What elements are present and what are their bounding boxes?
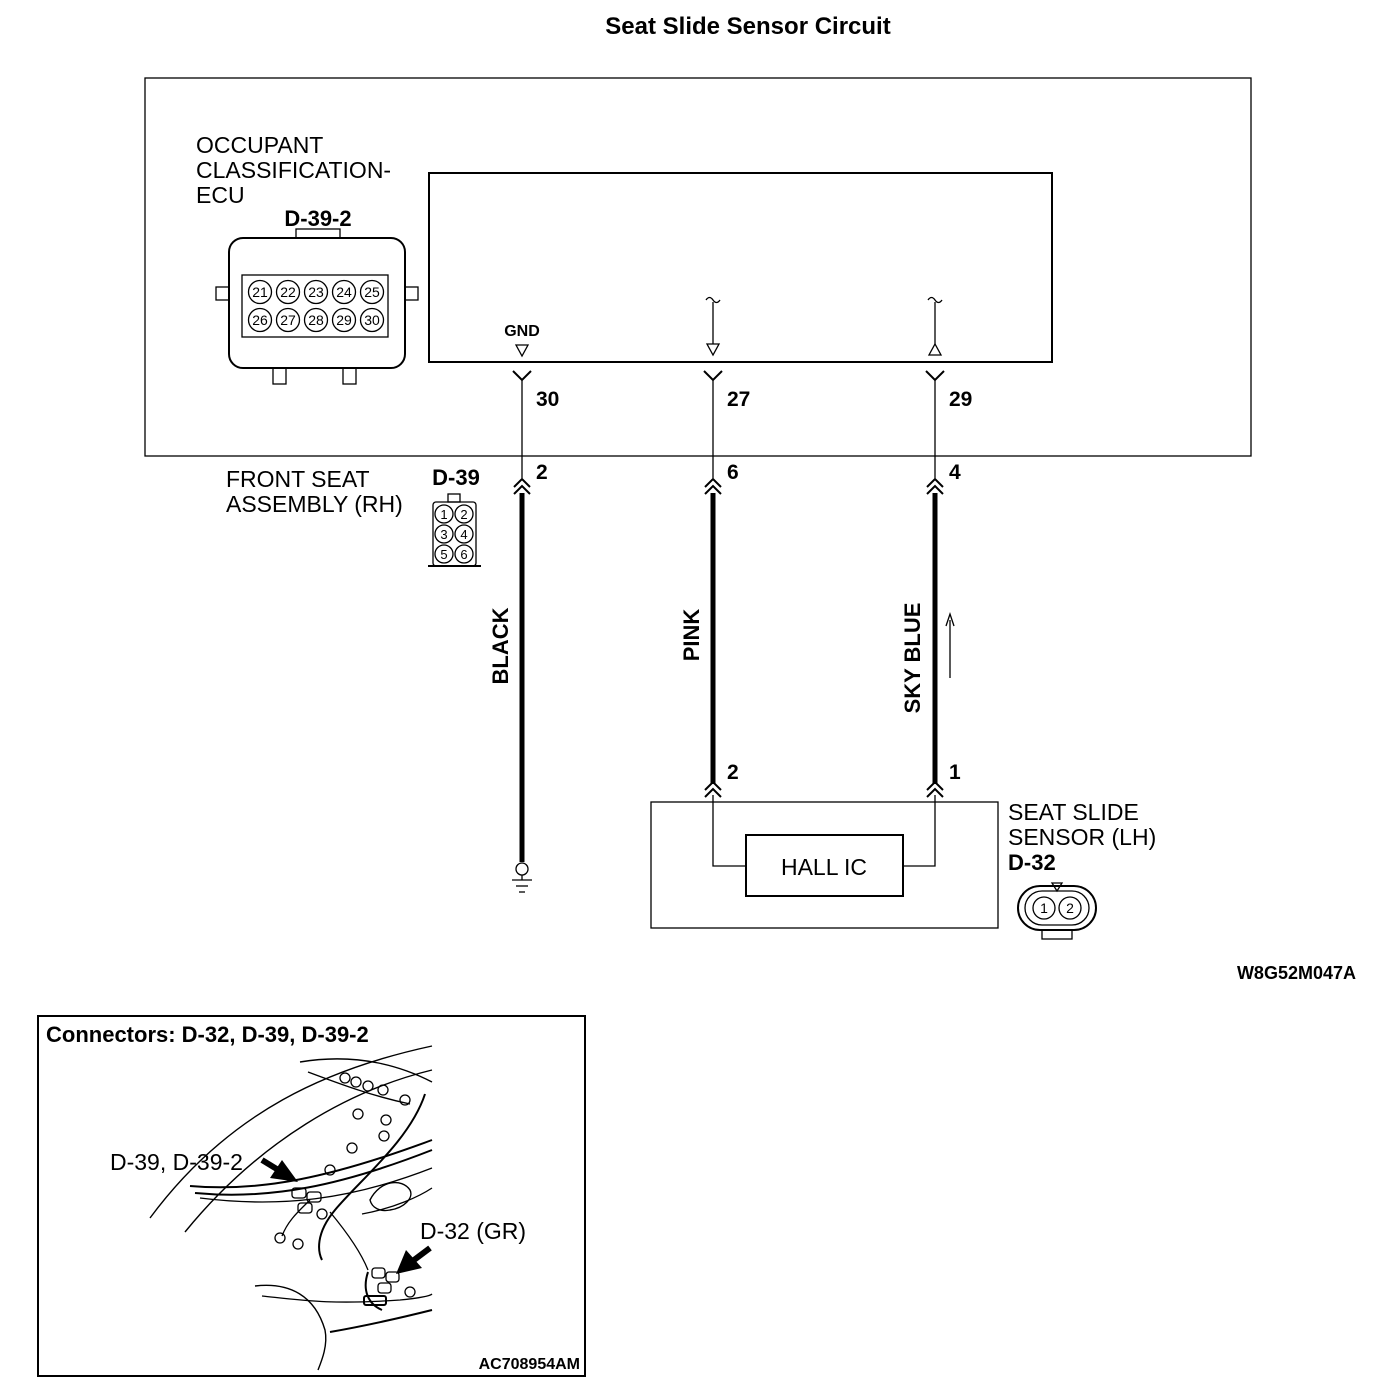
ecu-pin: 29 bbox=[331, 307, 357, 333]
sensor-wire-skyblue-internal bbox=[903, 795, 936, 867]
svg-text:SEAT SLIDE: SEAT SLIDE bbox=[1008, 799, 1139, 825]
svg-text:21: 21 bbox=[252, 284, 268, 300]
svg-text:23: 23 bbox=[308, 284, 324, 300]
ecu-pin: 26 bbox=[247, 307, 273, 333]
svg-text:24: 24 bbox=[336, 284, 352, 300]
sensor-terminal-1: 1 bbox=[949, 761, 961, 784]
seat-terminal-2: 2 bbox=[536, 461, 548, 484]
connector-cluster bbox=[324, 1072, 411, 1176]
vehicle-interior-sketch bbox=[149, 1045, 433, 1371]
svg-text:26: 26 bbox=[252, 312, 268, 328]
d32-connector-group bbox=[363, 1267, 416, 1306]
front-seat-label: FRONT SEAT ASSEMBLY (RH) bbox=[226, 466, 403, 517]
wire-skyblue-label: SKY BLUE bbox=[900, 603, 925, 714]
sensor-wire-pink-internal bbox=[712, 795, 746, 867]
wire-pink-label: PINK bbox=[679, 609, 704, 662]
svg-text:4: 4 bbox=[460, 527, 467, 542]
seat-terminal-4-chevron bbox=[926, 478, 944, 495]
svg-text:OCCUPANT: OCCUPANT bbox=[196, 132, 323, 158]
front-seat-connector-id: D-39 bbox=[432, 465, 480, 490]
inset-image-code: AC708954AM bbox=[479, 1356, 580, 1373]
seat-terminal-6-chevron bbox=[704, 478, 722, 495]
ecu-pin: 23 bbox=[303, 279, 329, 305]
ecu-connector-icon: 21 22 23 24 25 26 27 28 bbox=[215, 228, 419, 385]
d32-callout-label: D-32 (GR) bbox=[420, 1218, 526, 1244]
seat-connector-pin: 1 bbox=[434, 504, 454, 524]
svg-text:5: 5 bbox=[440, 547, 447, 562]
seat-connector-pin: 4 bbox=[454, 524, 474, 544]
sensor-terminal-2-chevron bbox=[704, 781, 722, 798]
seat-terminal-2-chevron bbox=[513, 478, 531, 495]
ecu-box bbox=[428, 172, 1053, 363]
seat-connector-pin: 5 bbox=[434, 544, 454, 564]
skyblue-output-marker bbox=[927, 296, 943, 356]
sensor-connector-id: D-32 bbox=[1008, 850, 1056, 875]
inset-title: Connectors: D-32, D-39, D-39-2 bbox=[46, 1022, 369, 1047]
front-seat-assembly-box bbox=[144, 77, 1252, 457]
connector-location-inset: Connectors: D-32, D-39, D-39-2 bbox=[37, 1015, 586, 1377]
sensor-box bbox=[650, 801, 999, 929]
sensor-label: SEAT SLIDE SENSOR (LH) bbox=[1008, 799, 1156, 850]
svg-text:1: 1 bbox=[440, 507, 447, 522]
hall-ic-box bbox=[745, 834, 904, 897]
gnd-label: GND bbox=[504, 323, 540, 340]
diagram-code: W8G52M047A bbox=[1237, 963, 1356, 983]
ecu-pin: 25 bbox=[359, 279, 385, 305]
seat-connector-pin: 6 bbox=[454, 544, 474, 564]
sensor-connector-icon: 1 2 bbox=[1017, 882, 1097, 940]
front-seat-connector-icon: 1 2 3 4 5 6 bbox=[428, 493, 481, 567]
svg-text:30: 30 bbox=[364, 312, 380, 328]
sensor-connector-pin: 2 bbox=[1058, 896, 1082, 920]
ecu-terminal-27-chevron bbox=[703, 370, 723, 381]
ecu-terminal-29: 29 bbox=[949, 388, 972, 411]
d39-callout-arrow bbox=[260, 1157, 298, 1182]
ecu-terminal-27: 27 bbox=[727, 388, 750, 411]
svg-text:25: 25 bbox=[364, 284, 380, 300]
ecu-pin: 28 bbox=[303, 307, 329, 333]
ecu-label: OCCUPANT CLASSIFICATION- ECU bbox=[196, 132, 391, 208]
ecu-terminal-30: 30 bbox=[536, 388, 559, 411]
ecu-pin: 27 bbox=[275, 307, 301, 333]
signal-direction-arrow bbox=[945, 611, 955, 678]
svg-text:ECU: ECU bbox=[196, 182, 245, 208]
ground-symbol bbox=[512, 862, 532, 893]
ecu-pin: 21 bbox=[247, 279, 273, 305]
svg-text:2: 2 bbox=[460, 507, 467, 522]
svg-text:3: 3 bbox=[440, 527, 447, 542]
svg-text:22: 22 bbox=[280, 284, 296, 300]
seat-terminal-4: 4 bbox=[949, 461, 961, 484]
svg-text:2: 2 bbox=[1066, 900, 1074, 916]
seat-terminal-6: 6 bbox=[727, 461, 739, 484]
ecu-pin: 22 bbox=[275, 279, 301, 305]
svg-text:6: 6 bbox=[460, 547, 467, 562]
sensor-connector-pin: 1 bbox=[1032, 896, 1056, 920]
svg-text:ASSEMBLY (RH): ASSEMBLY (RH) bbox=[226, 491, 403, 517]
seat-connector-pin: 3 bbox=[434, 524, 454, 544]
svg-text:CLASSIFICATION-: CLASSIFICATION- bbox=[196, 157, 391, 183]
svg-text:SENSOR (LH): SENSOR (LH) bbox=[1008, 824, 1156, 850]
hall-ic-label: HALL IC bbox=[781, 854, 867, 880]
pink-input-marker bbox=[705, 296, 721, 357]
ecu-pin: 30 bbox=[359, 307, 385, 333]
sensor-terminal-1-chevron bbox=[926, 781, 944, 798]
sensor-terminal-2: 2 bbox=[727, 761, 739, 784]
ecu-connector-id: D-39-2 bbox=[284, 206, 351, 231]
svg-text:1: 1 bbox=[1040, 900, 1048, 916]
d32-callout-arrow bbox=[396, 1245, 432, 1274]
seat-connector-pin: 2 bbox=[454, 504, 474, 524]
svg-text:29: 29 bbox=[336, 312, 352, 328]
svg-text:FRONT SEAT: FRONT SEAT bbox=[226, 466, 370, 492]
ecu-terminal-29-chevron bbox=[925, 370, 945, 381]
ecu-pin: 24 bbox=[331, 279, 357, 305]
d39-callout-label: D-39, D-39-2 bbox=[110, 1149, 243, 1175]
svg-text:28: 28 bbox=[308, 312, 324, 328]
wire-black-label: BLACK bbox=[488, 607, 513, 684]
gnd-marker bbox=[514, 344, 530, 358]
ecu-terminal-30-chevron bbox=[512, 370, 532, 381]
diagram-title: Seat Slide Sensor Circuit bbox=[605, 13, 890, 40]
svg-text:27: 27 bbox=[280, 312, 296, 328]
d39-connector-group bbox=[274, 1187, 328, 1250]
